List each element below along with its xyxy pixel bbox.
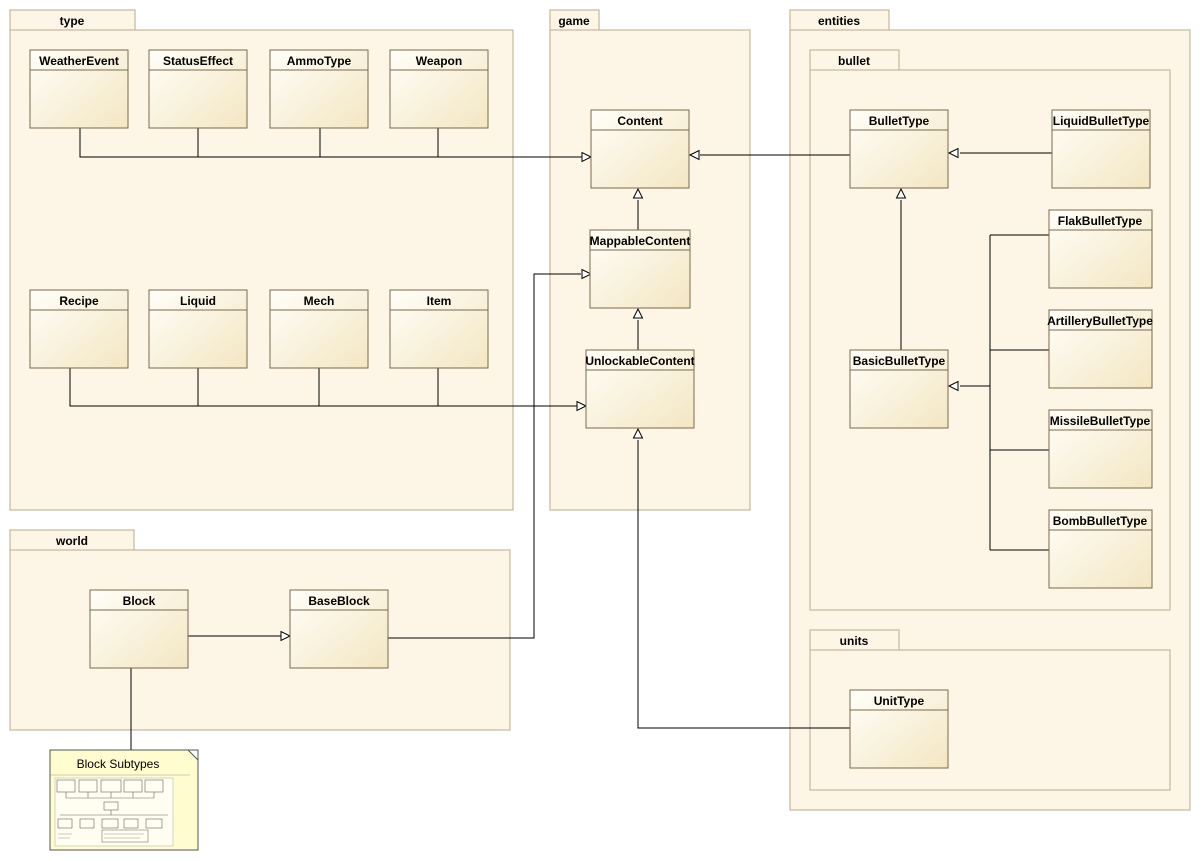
edges: [69, 128, 1052, 750]
package-type-label: type: [60, 14, 85, 28]
arrowhead-baseblock-left: [280, 630, 292, 642]
arrowhead-bullettype-bottom: [895, 187, 907, 199]
arrowhead-content-right: [688, 149, 700, 161]
arrowhead-content-bottom: [632, 187, 644, 199]
class-mappablecontent[interactable]: MappableContent: [589, 229, 691, 309]
arrowhead-unlockable-left: [576, 400, 588, 412]
class-statuseffect[interactable]: StatusEffect: [148, 49, 248, 129]
edge-weatherevent-content: [79, 128, 582, 158]
arrowhead-unlockable-bottom: [632, 427, 644, 439]
edge-baseblock-mappable: [388, 273, 581, 639]
edge-recipe-unlockable: [69, 368, 577, 407]
class-mappablecontent-label: MappableContent: [590, 234, 691, 248]
package-units-label: units: [840, 634, 869, 648]
class-weapon-label: Weapon: [416, 54, 462, 68]
class-artillerybullettype[interactable]: ArtilleryBulletType: [1047, 309, 1153, 389]
package-world[interactable]: world: [9, 529, 511, 731]
class-ammotype-label: AmmoType: [287, 54, 352, 68]
class-artillerybullettype-label: ArtilleryBulletType: [1047, 314, 1153, 328]
arrowhead-mappable-left: [581, 268, 593, 280]
arrowhead-bullettype-right: [947, 147, 959, 159]
class-bullettype[interactable]: BulletType: [849, 109, 949, 189]
class-unlockablecontent-label: UnlockableContent: [585, 354, 694, 368]
class-content[interactable]: Content: [590, 109, 690, 189]
class-bullettype-label: BulletType: [869, 114, 930, 128]
class-missilebullettype-label: MissileBulletType: [1050, 414, 1151, 428]
edge-unittype-unlockable: [637, 440, 850, 729]
class-bombbullettype[interactable]: BombBulletType: [1048, 509, 1153, 589]
class-basicbullettype-label: BasicBulletType: [853, 354, 946, 368]
class-ammotype[interactable]: AmmoType: [269, 49, 369, 129]
class-item-label: Item: [427, 294, 452, 308]
package-game-label: game: [558, 14, 590, 28]
class-liquidbullettype[interactable]: LiquidBulletType: [1051, 109, 1151, 189]
arrowhead-basicbullet-right: [947, 380, 959, 392]
class-block[interactable]: Block: [89, 589, 189, 669]
class-weapon[interactable]: Weapon: [389, 49, 489, 129]
class-unittype[interactable]: UnitType: [849, 689, 949, 769]
package-bullet-label: bullet: [838, 54, 870, 68]
class-baseblock[interactable]: BaseBlock: [289, 589, 389, 669]
note-thumbnail: [54, 777, 174, 847]
package-entities-label: entities: [818, 14, 860, 28]
arrowhead-content-left: [581, 151, 593, 163]
class-recipe[interactable]: Recipe: [29, 289, 129, 369]
class-liquidbullettype-label: LiquidBulletType: [1053, 114, 1150, 128]
class-mech[interactable]: Mech: [269, 289, 369, 369]
note-block-subtypes[interactable]: Block Subtypes: [49, 749, 199, 851]
class-unittype-label: UnitType: [874, 694, 925, 708]
class-missilebullettype[interactable]: MissileBulletType: [1048, 409, 1153, 489]
class-block-label: Block: [123, 594, 156, 608]
arrowhead-mappable-bottom: [632, 307, 644, 319]
class-bombbullettype-label: BombBulletType: [1053, 514, 1148, 528]
class-liquid[interactable]: Liquid: [148, 289, 248, 369]
class-recipe-label: Recipe: [59, 294, 99, 308]
class-weatherevent-label: WeatherEvent: [39, 54, 119, 68]
package-world-label: world: [55, 534, 88, 548]
class-baseblock-label: BaseBlock: [308, 594, 370, 608]
class-weatherevent[interactable]: WeatherEvent: [29, 49, 129, 129]
class-flakbullettype[interactable]: FlakBulletType: [1048, 209, 1153, 289]
class-liquid-label: Liquid: [180, 294, 216, 308]
class-item[interactable]: Item: [389, 289, 489, 369]
class-content-label: Content: [617, 114, 662, 128]
note-title: Block Subtypes: [77, 757, 160, 771]
class-mech-label: Mech: [304, 294, 335, 308]
class-flakbullettype-label: FlakBulletType: [1058, 214, 1143, 228]
class-unlockablecontent[interactable]: UnlockableContent: [585, 349, 695, 429]
class-statuseffect-label: StatusEffect: [163, 54, 233, 68]
class-basicbullettype[interactable]: BasicBulletType: [849, 349, 949, 429]
